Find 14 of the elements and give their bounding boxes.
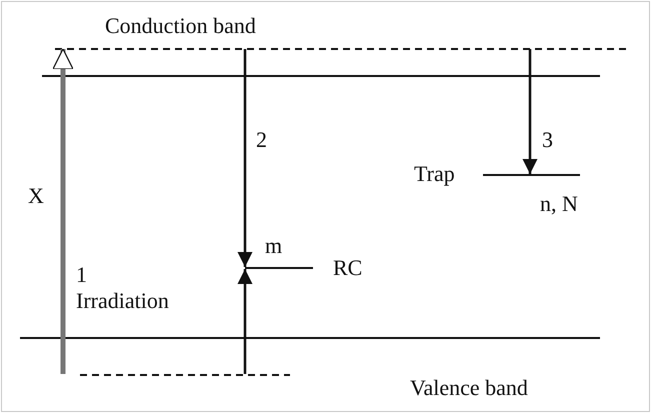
level-label: Conduction band xyxy=(105,14,256,38)
axis-label: X xyxy=(28,184,44,208)
level-annotation: m xyxy=(265,234,282,258)
arrow xyxy=(52,48,74,374)
arrow xyxy=(238,49,252,267)
arrow xyxy=(238,269,252,374)
edge-label: 1 Irradiation xyxy=(76,262,170,314)
level-label: RC xyxy=(333,256,362,280)
level-label: Valence band xyxy=(410,376,528,400)
level-annotation: n, N xyxy=(540,192,578,216)
edge-label: 2 xyxy=(256,128,267,152)
edge-label: 3 xyxy=(542,128,553,152)
arrow xyxy=(522,49,538,174)
level-label: Trap xyxy=(414,162,455,186)
